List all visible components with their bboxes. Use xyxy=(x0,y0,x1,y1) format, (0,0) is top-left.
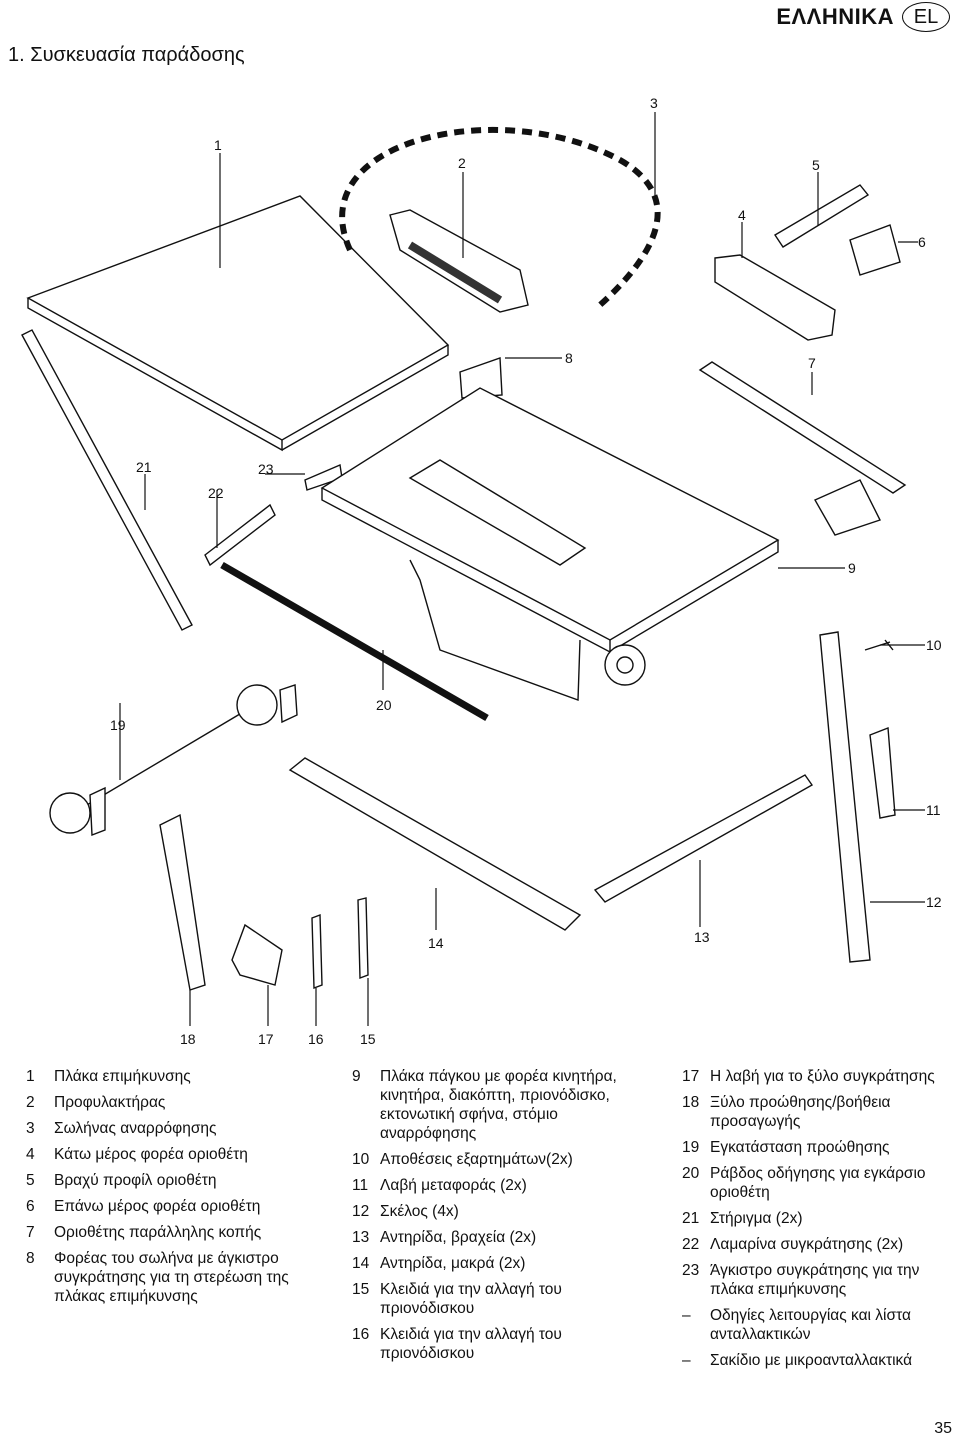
callout-19: 19 xyxy=(110,717,126,733)
callout-17: 17 xyxy=(258,1031,274,1047)
callout-22: 22 xyxy=(208,485,224,501)
suction-hose-drawing xyxy=(339,126,661,308)
leg-drawing xyxy=(819,631,871,963)
guide-rod-drawing xyxy=(220,561,489,722)
long-strut-drawing xyxy=(288,757,582,931)
callout-18: 18 xyxy=(180,1031,196,1047)
wrench-16-drawing xyxy=(311,914,323,989)
callout-12: 12 xyxy=(926,894,942,910)
callout-10: 10 xyxy=(926,637,942,653)
hose-carrier-drawing xyxy=(459,357,503,399)
callout-9: 9 xyxy=(848,560,856,576)
support-strut-drawing xyxy=(21,329,193,631)
section-title: 1. Συσκευασία παράδοσης xyxy=(8,44,245,66)
callout-13: 13 xyxy=(694,929,710,945)
callout-4: 4 xyxy=(738,207,746,223)
language-header: ΕΛΛΗΝΙΚΑ EL xyxy=(776,2,950,32)
callout-21: 21 xyxy=(136,459,152,475)
short-strut-drawing xyxy=(593,774,814,903)
push-stick-drawing xyxy=(159,813,206,991)
saw-table-drawing xyxy=(320,387,780,701)
retaining-plate-drawing xyxy=(204,503,276,567)
callout-6: 6 xyxy=(918,234,926,250)
push-device-drawing xyxy=(49,684,298,837)
language-name: ΕΛΛΗΝΙΚΑ xyxy=(776,4,894,29)
language-badge: EL xyxy=(902,2,950,32)
fence-lower-carrier-drawing xyxy=(714,254,836,341)
fence-upper-carrier-drawing xyxy=(849,224,901,276)
callout-2: 2 xyxy=(458,155,466,171)
fence-profile-drawing xyxy=(774,184,870,248)
callout-23: 23 xyxy=(258,461,274,477)
callout-7: 7 xyxy=(808,355,816,371)
blade-guard-drawing xyxy=(389,209,529,313)
callout-11: 11 xyxy=(926,802,941,818)
callout-1: 1 xyxy=(214,137,222,153)
legend-item: –Οδηγίες λειτουργίας και λίστα ανταλλακτ… xyxy=(682,1307,911,1343)
wrench-15-drawing xyxy=(357,897,369,980)
callout-5: 5 xyxy=(812,157,820,173)
callout-16: 16 xyxy=(308,1031,324,1047)
carry-handle-drawing xyxy=(869,727,896,819)
parallel-fence-drawing xyxy=(698,361,907,494)
push-stick-holder-drawing xyxy=(231,923,283,986)
callout-20: 20 xyxy=(376,697,392,713)
callout-8: 8 xyxy=(565,350,573,366)
legend-item: –Σακίδιο με μικροανταλλακτικά xyxy=(682,1352,913,1369)
page-number: 35 xyxy=(934,1420,952,1437)
parts-diagram: 1 2 3 4 5 6 7 8 9 10 11 12 13 14 15 16 1… xyxy=(21,95,942,1047)
callout-15: 15 xyxy=(360,1031,376,1047)
callout-3: 3 xyxy=(650,95,658,111)
callout-14: 14 xyxy=(428,935,444,951)
extension-plate-drawing xyxy=(26,195,450,452)
